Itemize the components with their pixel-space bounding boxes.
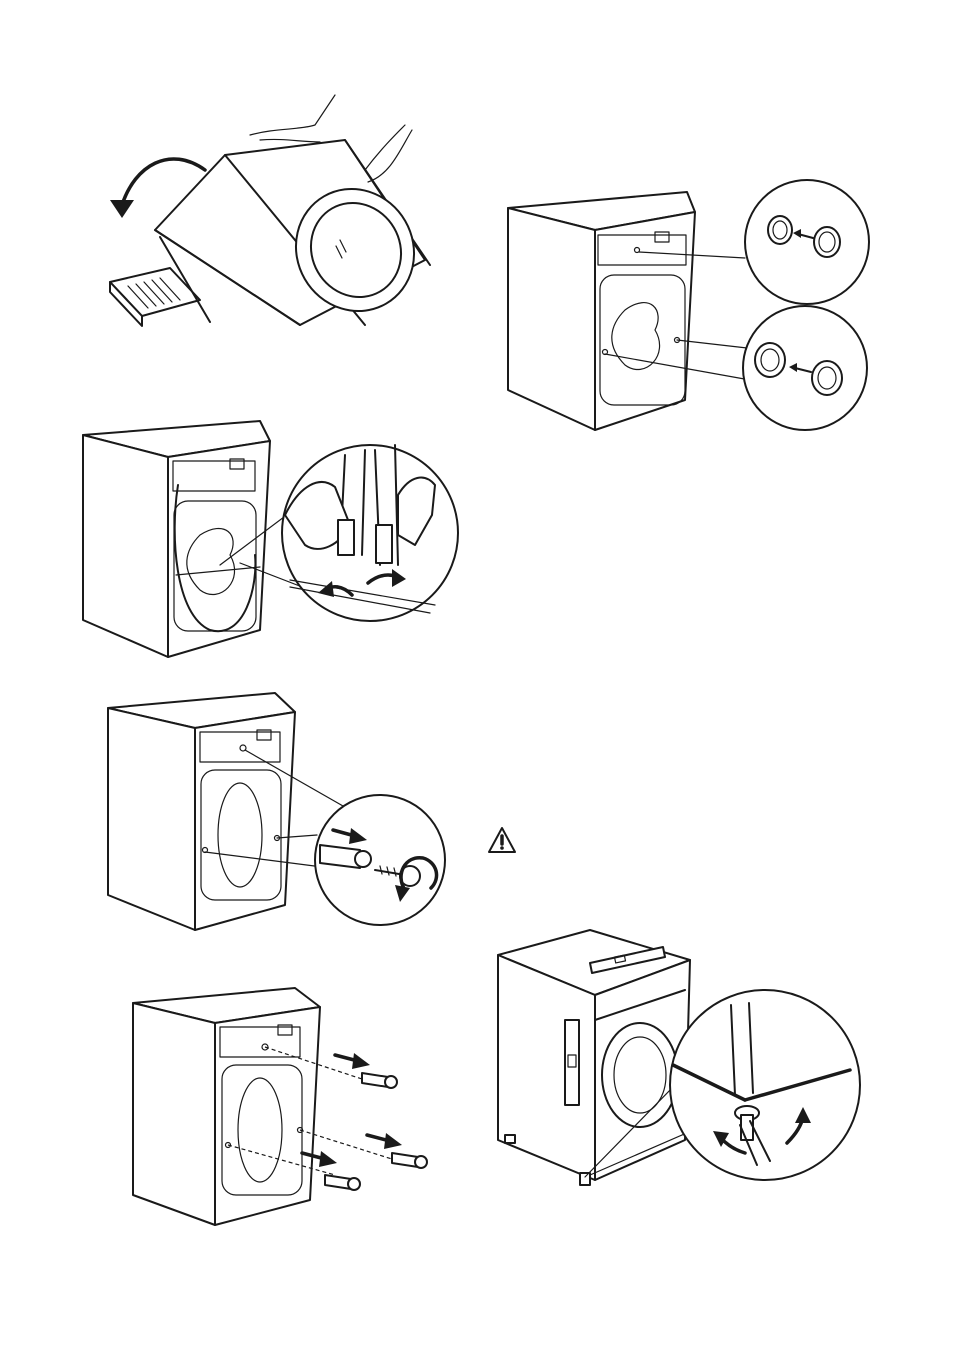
transit-bush-caps-illustration bbox=[505, 180, 870, 435]
warning-triangle-icon bbox=[487, 826, 517, 854]
tilt-machine-illustration bbox=[100, 90, 440, 330]
hose-clip-release-illustration bbox=[80, 415, 460, 660]
level-adjust-feet-illustration bbox=[495, 925, 865, 1190]
transit-bolt-refit-illustration bbox=[130, 985, 435, 1230]
transit-bolt-removal-illustration bbox=[105, 690, 450, 935]
